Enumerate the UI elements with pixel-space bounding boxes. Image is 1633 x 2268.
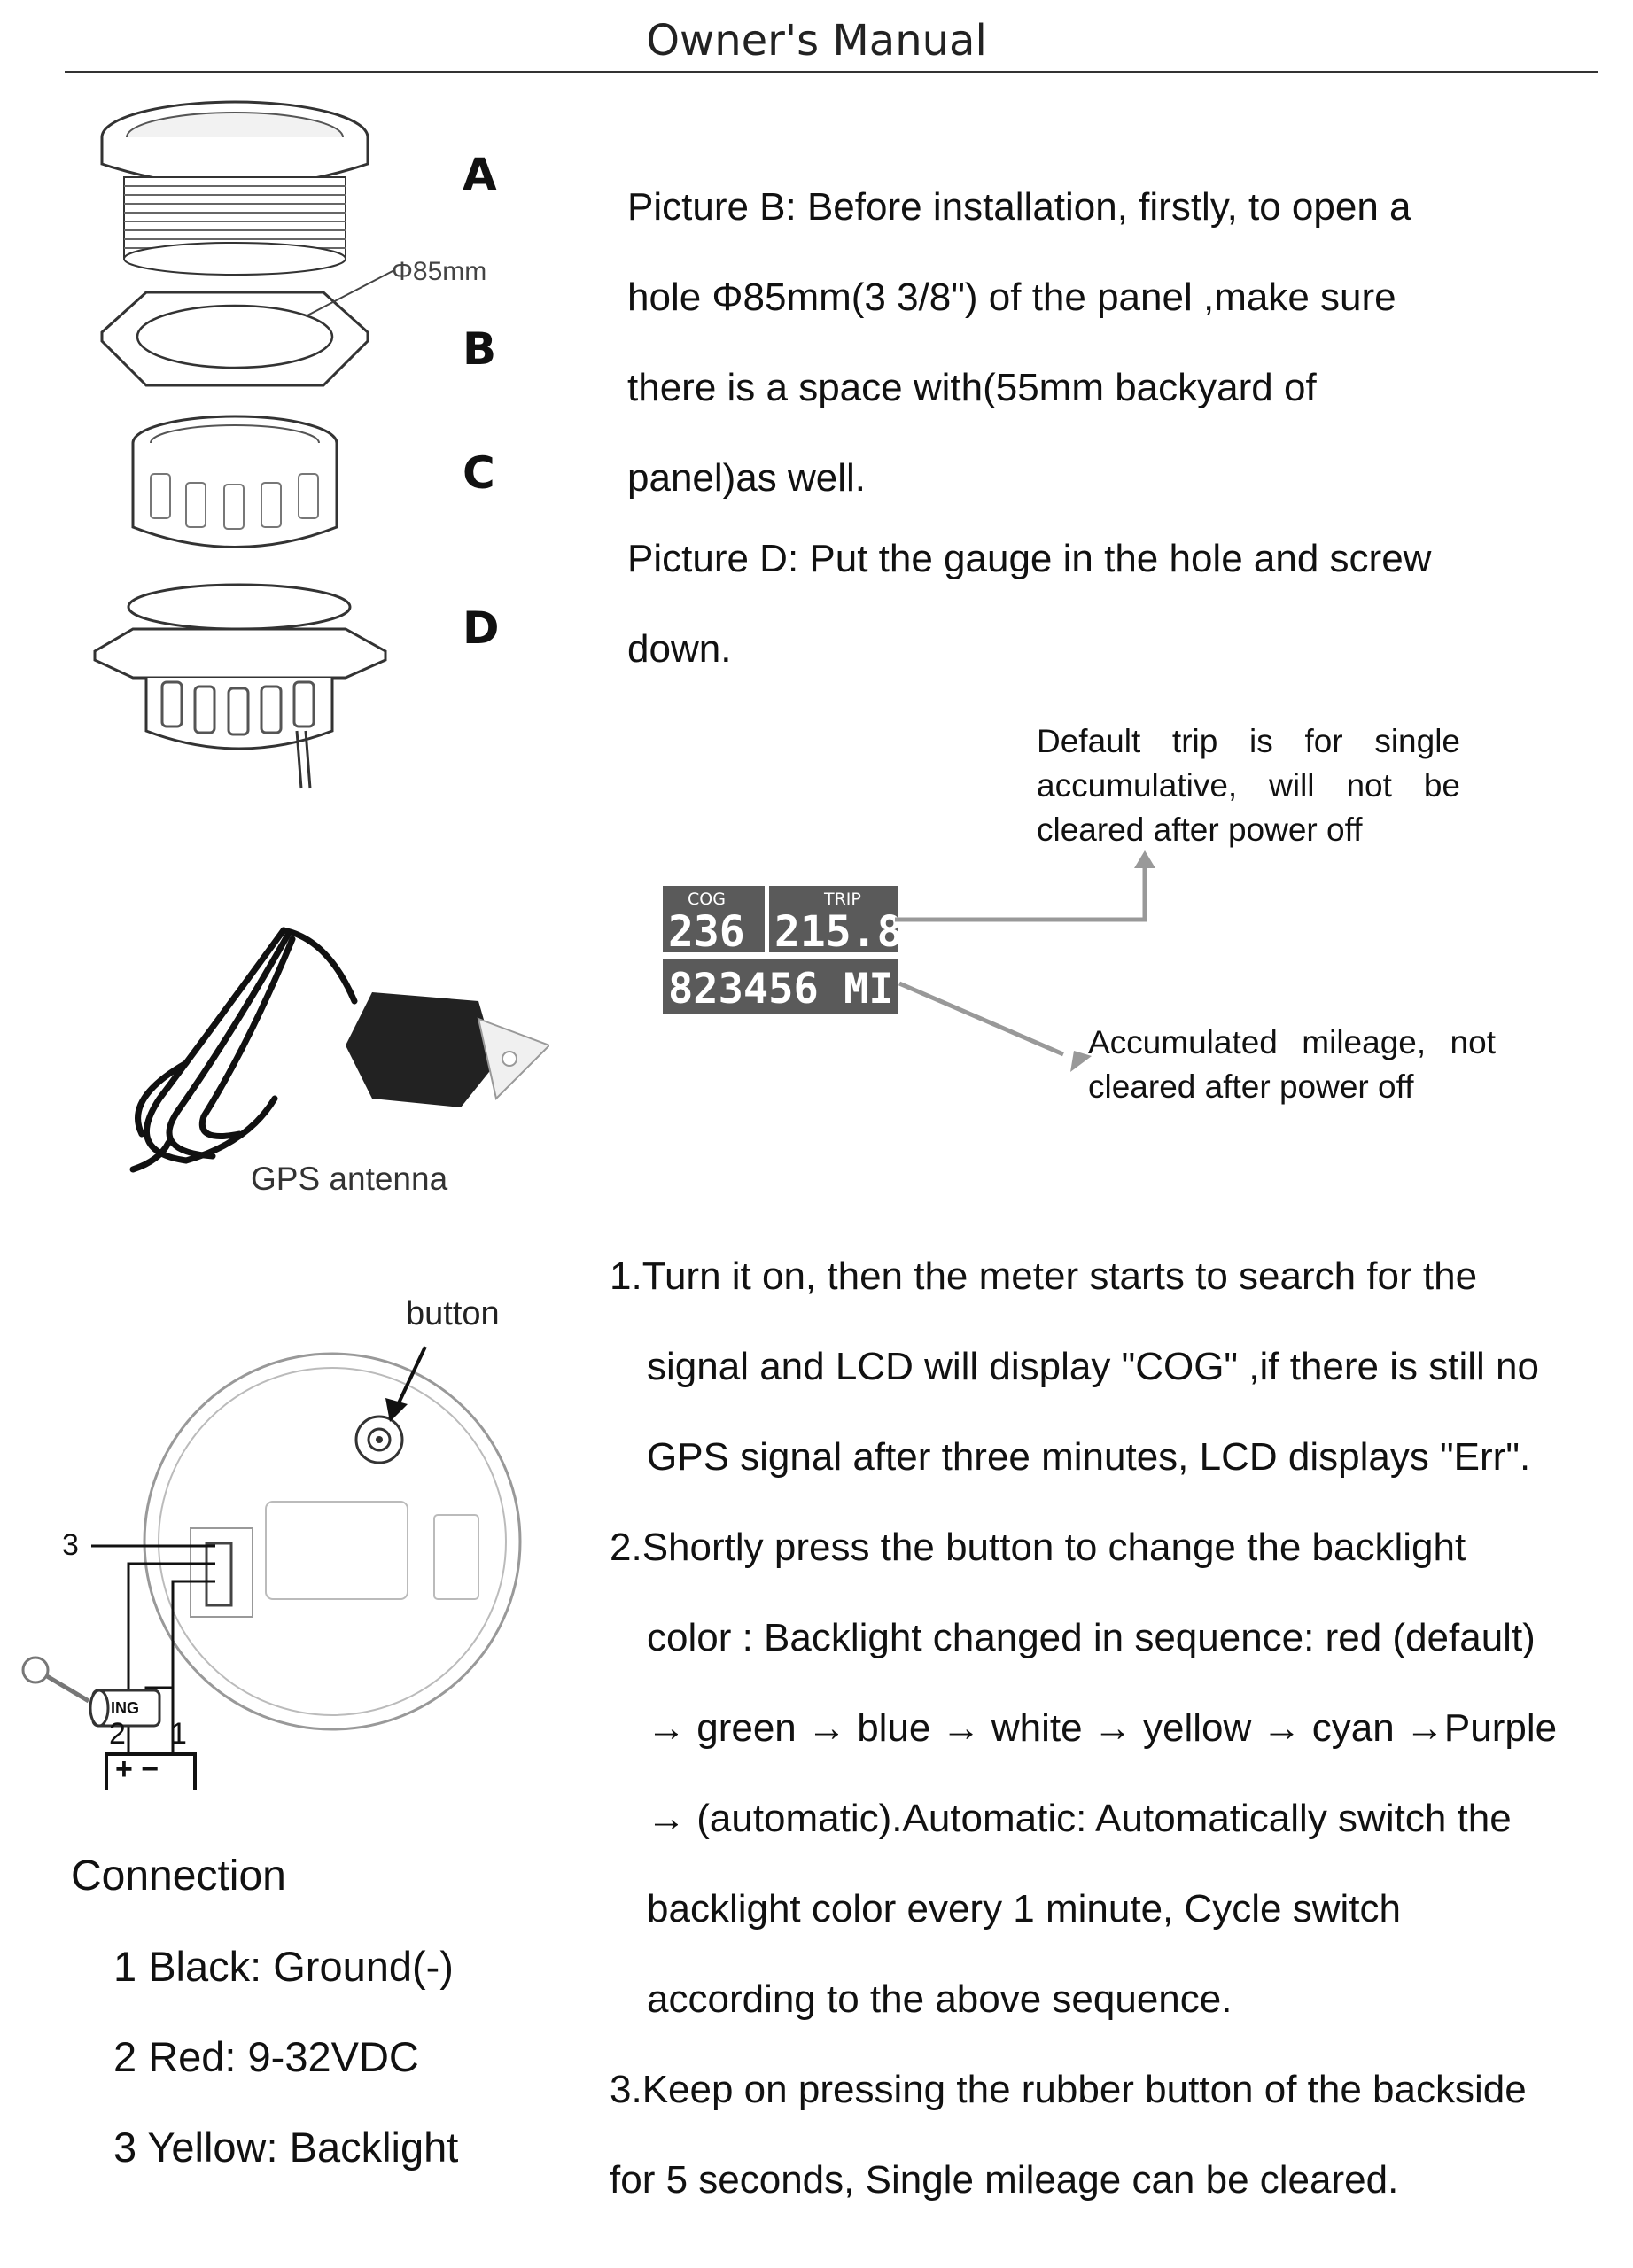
button-label: button [406, 1295, 500, 1332]
connector-icon [205, 1542, 233, 1607]
label-b: B [463, 323, 497, 375]
instruction-line: color : Backlight changed in sequence: r… [647, 1616, 1536, 1659]
label-a: A [463, 149, 497, 200]
ignition-label: ING [111, 1699, 140, 1717]
connection-item-ground: 1 Black: Ground(-) [113, 1943, 454, 1990]
install-line: hole Φ85mm(3 3/8") of the panel ,make su… [627, 276, 1396, 319]
gps-antenna-caption: GPS antenna [251, 1161, 448, 1197]
lcd-cog-label: COG [688, 889, 726, 909]
wire-1-label: 1 [170, 1717, 187, 1751]
assembled-gauge-illustration [93, 583, 387, 789]
install-line: Picture B: Before installation, firstly,… [627, 185, 1411, 229]
operating-instructions: 1.Turn it on, then the meter starts to s… [610, 1231, 1620, 2225]
install-line: panel)as well. [627, 456, 867, 500]
battery-terminals-label: + − [115, 1752, 159, 1786]
instruction-line: backlight color every 1 minute, Cycle sw… [647, 1887, 1401, 1930]
label-d: D [463, 602, 500, 654]
instruction-line: 3.Keep on pressing the rubber button of … [610, 2068, 1527, 2111]
wiring-diagram [21, 1346, 522, 1790]
instruction-line: GPS signal after three minutes, LCD disp… [647, 1435, 1531, 1479]
wire-2-label: 2 [109, 1717, 126, 1751]
wire-3-label: 3 [62, 1528, 79, 1562]
install-line: Picture D: Put the gauge in the hole and… [627, 537, 1432, 580]
connection-title: Connection [71, 1852, 286, 1899]
locking-nut-illustration [131, 415, 338, 548]
battery-icon [105, 1752, 197, 1790]
instruction-line: → (automatic).Automatic: Automatically s… [647, 1797, 1512, 1840]
instruction-line: signal and LCD will display "COG" ,if th… [647, 1345, 1539, 1388]
lcd-trip-value: 215.8 [774, 907, 903, 957]
install-line: there is a space with(55mm backyard of [627, 366, 1317, 409]
panel-plate-illustration [100, 269, 395, 387]
lcd-trip-label: TRIP [823, 889, 861, 909]
install-line: down. [627, 627, 732, 671]
gps-antenna-illustration [129, 927, 549, 1173]
instruction-line: 2.Shortly press the button to change the… [610, 1526, 1466, 1569]
lcd-display-illustration: COG TRIP 236 215.8 823456 MI [663, 886, 1134, 1057]
lcd-cog-value: 236 [668, 907, 745, 957]
instruction-line: for 5 seconds, Single mileage can be cle… [610, 2158, 1399, 2202]
gauge-back-outline [143, 1352, 522, 1731]
label-c: C [463, 447, 495, 499]
instruction-line: 1.Turn it on, then the meter starts to s… [610, 1254, 1478, 1298]
hole-diameter-label: Φ85mm [392, 257, 487, 286]
key-icon [21, 1656, 90, 1704]
gauge-body-illustration [100, 100, 369, 276]
ignition-switch-icon [89, 1689, 161, 1728]
installation-diagram [93, 100, 395, 789]
note-odometer: Accumulated mileage, not cleared after p… [1088, 1024, 1496, 1105]
installation-instructions-d: Picture D: Put the gauge in the hole and… [627, 514, 1584, 695]
lcd-odometer-value: 823456 MI [668, 965, 894, 1014]
page-title: Owner's Manual [646, 16, 987, 66]
note-trip: Default trip is for single accumulative,… [1037, 723, 1460, 848]
note-arrows [895, 850, 1155, 1072]
connection-item-backlight: 3 Yellow: Backlight [113, 2124, 459, 2171]
installation-instructions: Picture B: Before installation, firstly,… [627, 162, 1584, 524]
header-divider [65, 71, 1598, 73]
instruction-line: → green → blue → white → yellow → cyan →… [647, 1706, 1558, 1750]
instruction-line: according to the above sequence. [647, 1977, 1233, 2021]
connection-item-power: 2 Red: 9-32VDC [113, 2033, 419, 2080]
